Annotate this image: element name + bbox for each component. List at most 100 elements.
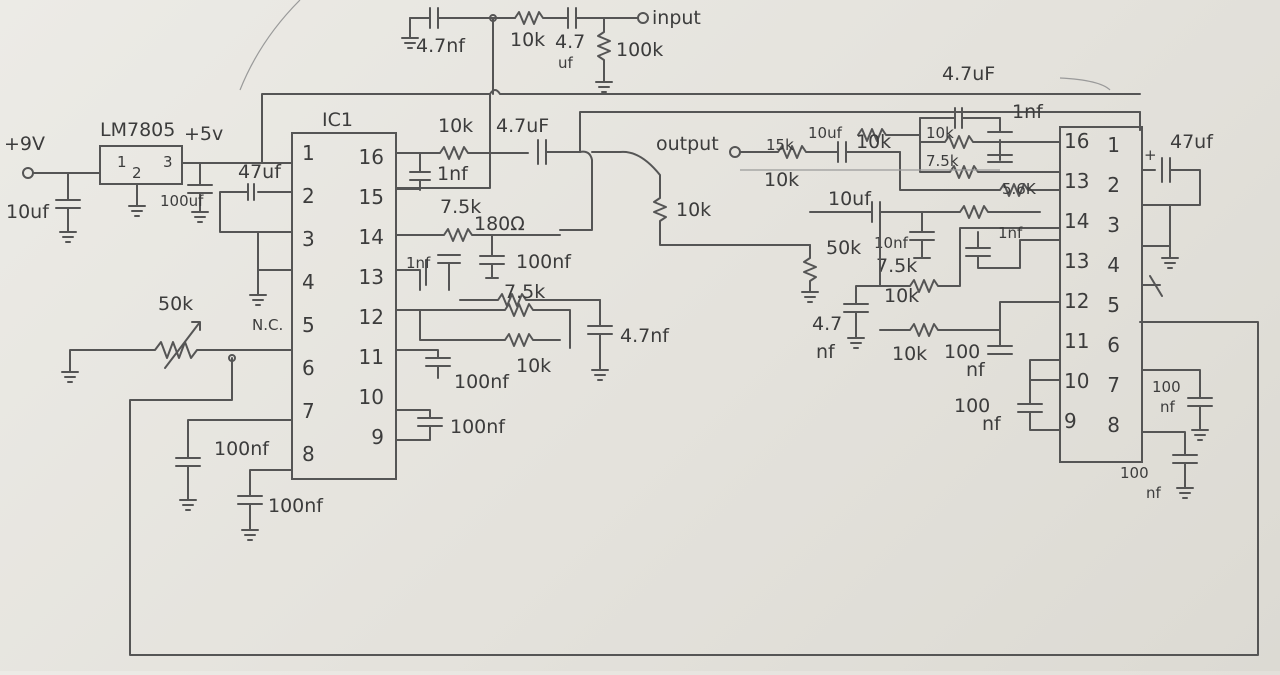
c47uf-mid-label: 4.7uF bbox=[496, 115, 549, 137]
ic2-right-pin-8: 8 bbox=[1107, 413, 1120, 437]
ic2-left-pin-6: 11 bbox=[1064, 329, 1089, 353]
ic1-label: IC1 bbox=[322, 109, 353, 131]
c100-7-label: 100 bbox=[1152, 378, 1181, 396]
ic1-left-pin-5: 5 bbox=[302, 313, 315, 337]
ic1-right-wiring: 10k 1nf 7.5k 4.7uF 180Ω 100nf 1nf 7.5k 1… bbox=[395, 111, 1141, 441]
r75k-13-label: 7.5k bbox=[504, 281, 545, 303]
ic2-left-pin-7: 10 bbox=[1064, 369, 1089, 393]
regulator-body bbox=[99, 145, 183, 185]
ic1-left-pin-3: 3 bbox=[302, 227, 315, 251]
c47nf-right-label: 4.7nf bbox=[620, 325, 670, 347]
cin-label: 10uf bbox=[6, 201, 50, 223]
plus-sign: + bbox=[1144, 146, 1157, 164]
c100nf-14-label: 100nf bbox=[516, 251, 572, 273]
middle-section: 10k output 15k 10k 10uf 10k 50k 10uf 10n… bbox=[591, 124, 1061, 391]
c10uf-a-label: 10uf bbox=[808, 124, 843, 142]
reg-pin-2: 2 bbox=[132, 164, 142, 182]
ic2-left-pin-3: 14 bbox=[1064, 209, 1089, 233]
r10k-top-label: 10k bbox=[926, 124, 954, 142]
ic1-left-pin-1: 1 bbox=[302, 141, 315, 165]
c47-b-unit: nf bbox=[816, 341, 836, 363]
c100nf-p8-label: 100nf bbox=[268, 495, 324, 517]
ic2-right-pin-7: 7 bbox=[1107, 373, 1120, 397]
ic2-right-pin-6: 6 bbox=[1107, 333, 1120, 357]
output-terminal bbox=[729, 146, 741, 158]
c1nf-top-label: 1nf bbox=[1012, 101, 1044, 123]
ic2-left-pin-1: 16 bbox=[1064, 129, 1089, 153]
r75k-top-label: 7.5k bbox=[926, 152, 959, 170]
ic1-left-wiring: 47uf 50k 100nf 100nf bbox=[61, 93, 1259, 656]
c100-8-unit: nf bbox=[1146, 484, 1162, 502]
ic1-right-pin-3: 14 bbox=[359, 225, 384, 249]
ic1-left-pin-2: 2 bbox=[302, 184, 315, 208]
ic1-left-pin-4: 4 bbox=[302, 270, 315, 294]
ic2-right-pin-3: 3 bbox=[1107, 213, 1120, 237]
c47-b-label: 4.7 bbox=[812, 313, 842, 335]
input-r-shunt-label: 100k bbox=[616, 39, 663, 61]
ic1-right-pin-7: 10 bbox=[359, 385, 384, 409]
input-label: input bbox=[652, 7, 701, 29]
c100-8-label: 100 bbox=[1120, 464, 1149, 482]
c10uf-b-label: 10uf bbox=[828, 188, 872, 210]
c100-10-unit: nf bbox=[982, 413, 1002, 435]
c100nf-10-label: 100nf bbox=[450, 416, 506, 438]
r10k-13-label: 10k bbox=[516, 355, 551, 377]
r10k-out-label: 10k bbox=[764, 169, 799, 191]
reg-pin-3: 3 bbox=[163, 153, 173, 171]
ic2-right-pin-5: 5 bbox=[1107, 293, 1120, 317]
ic2-left-pin-8: 9 bbox=[1064, 409, 1077, 433]
input-cap-ground-label: 4.7nf bbox=[416, 35, 466, 57]
supply-label: +9V bbox=[4, 133, 45, 155]
c100-10-label: 100 bbox=[954, 395, 990, 417]
ic1-left-pin-8: 8 bbox=[302, 442, 315, 466]
ic1-right-pin-5: 12 bbox=[359, 305, 384, 329]
nc-label: N.C. bbox=[252, 316, 283, 334]
ic2-right-pin-4: 4 bbox=[1107, 253, 1120, 277]
c47uf-ic2-label: 47uf bbox=[1170, 131, 1214, 153]
ic1-left-pin-7: 7 bbox=[302, 399, 315, 423]
ic1-right-pin-8: 9 bbox=[371, 425, 384, 449]
cout-label: 100uf bbox=[160, 192, 204, 210]
input-terminal bbox=[637, 12, 649, 24]
output-label: output bbox=[656, 133, 719, 155]
ic1-right-pin-6: 11 bbox=[359, 345, 384, 369]
c100nf-p7-label: 100nf bbox=[214, 438, 270, 460]
ic2-right-wiring: + 47uf 100 nf 100 nf 100 nf bbox=[954, 111, 1214, 502]
top-right-network: 4.7uF 1nf 10k 7.5k 5.6K bbox=[489, 63, 1141, 198]
erased-traces bbox=[239, 0, 1111, 171]
r10k-mid-label: 10k bbox=[676, 199, 711, 221]
c10nf-label: 10nf bbox=[874, 234, 909, 252]
ic1-body bbox=[291, 132, 397, 480]
regulator-label: LM7805 bbox=[100, 119, 175, 141]
ic1-right-pin-1: 16 bbox=[359, 145, 384, 169]
r56k-label: 5.6K bbox=[1002, 180, 1037, 198]
ic2-left-pin-2: 13 bbox=[1064, 169, 1089, 193]
r15k-label: 15k bbox=[766, 136, 794, 154]
r10k-d-label: 10k bbox=[892, 343, 927, 365]
r75k-15-label: 7.5k bbox=[440, 196, 481, 218]
ic1-right-pin-2: 15 bbox=[359, 185, 384, 209]
ic2-left-pin-5: 12 bbox=[1064, 289, 1089, 313]
c1nf-16-label: 1nf bbox=[437, 163, 469, 185]
input-cap-series-label: 4.7 bbox=[555, 31, 585, 53]
r10k-b-label: 10k bbox=[856, 131, 891, 153]
r10k-c-label: 10k bbox=[884, 285, 919, 307]
c1nf-13b-label: 1nf bbox=[998, 224, 1023, 242]
c1nf-13-label: 1nf bbox=[406, 254, 431, 272]
r75k-b-label: 7.5k bbox=[876, 255, 917, 277]
c47uf-top-label: 4.7uF bbox=[942, 63, 995, 85]
ic2-right-pin-1: 1 bbox=[1107, 133, 1120, 157]
reg-pin-1: 1 bbox=[117, 153, 127, 171]
power-section: +9V LM7805 1 2 3 +5v 10uf 100uf bbox=[4, 119, 263, 243]
pot50k-b-label: 50k bbox=[826, 237, 861, 259]
c100-12-label: 100 bbox=[944, 341, 980, 363]
c47uf-ic1-label: 47uf bbox=[238, 161, 282, 183]
